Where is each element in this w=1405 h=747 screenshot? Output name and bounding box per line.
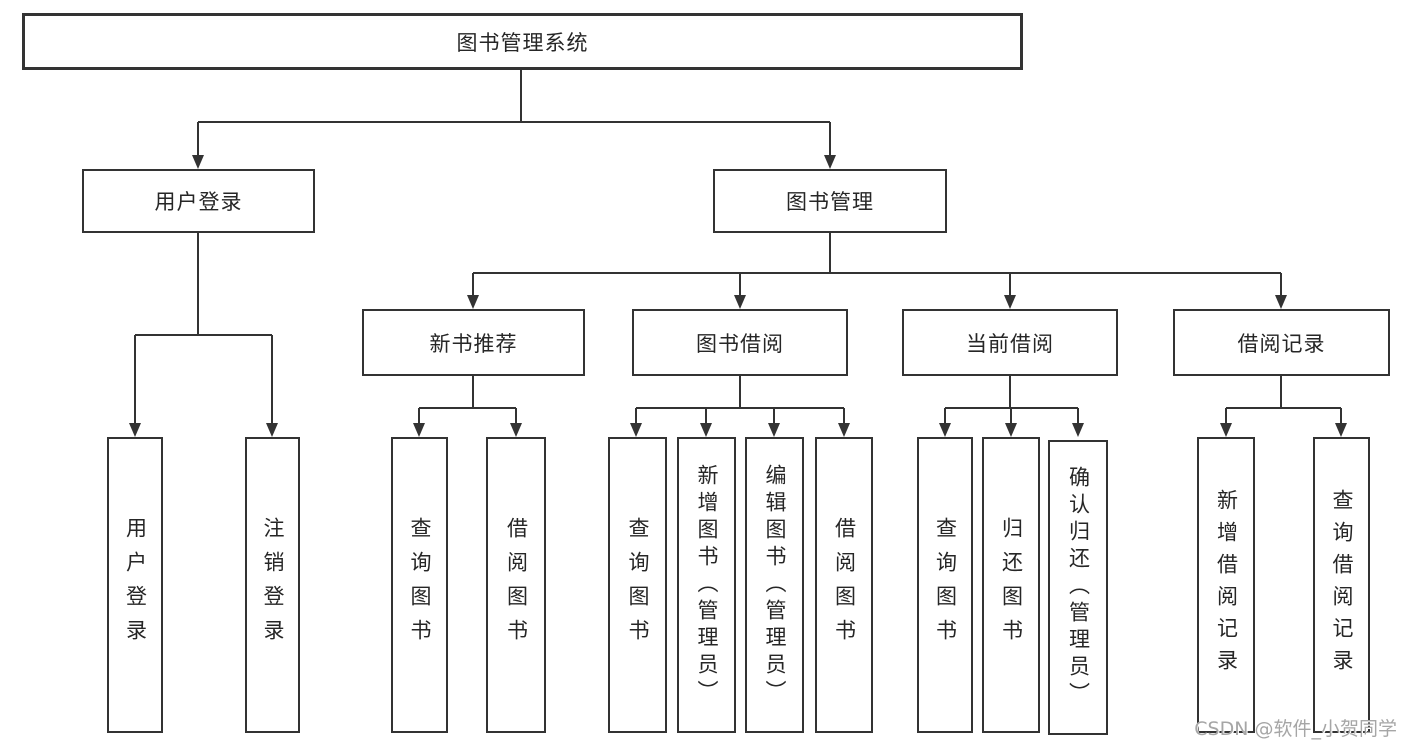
leaf-add-borrow-record-label: 新增借阅记录	[1214, 489, 1239, 681]
node-user-login-label: 用户登录	[154, 190, 243, 214]
leaf-return-books-label: 归还图书	[999, 517, 1024, 653]
leaf-new-book-query-label: 查询图书	[408, 517, 432, 653]
node-current-borrow-label: 当前借阅	[966, 331, 1054, 356]
leaf-new-book-query: 查询图书	[391, 437, 448, 733]
node-book-borrow: 图书借阅	[632, 309, 848, 376]
leaf-new-book-borrow-label: 借阅图书	[504, 517, 529, 653]
node-new-book-recommend-label: 新书推荐	[429, 331, 518, 356]
node-book-borrow-label: 图书借阅	[696, 331, 784, 356]
leaf-query-borrow-record-label: 查询借阅记录	[1330, 489, 1354, 681]
node-book-management: 图书管理	[713, 169, 947, 233]
leaf-current-query-books: 查询图书	[917, 437, 973, 733]
connector-book-borrow-children	[630, 376, 850, 437]
leaf-user-login-label: 用户登录	[123, 517, 148, 653]
node-root: 图书管理系统	[22, 13, 1023, 70]
leaf-add-borrow-record: 新增借阅记录	[1197, 437, 1255, 733]
leaf-user-login: 用户登录	[107, 437, 163, 733]
node-user-login: 用户登录	[82, 169, 315, 233]
leaf-confirm-return-admin: 确认归还（管理员）	[1048, 440, 1108, 735]
leaf-borrow-books-label: 借阅图书	[832, 517, 857, 653]
node-root-label: 图书管理系统	[456, 30, 589, 55]
node-borrow-records-label: 借阅记录	[1237, 331, 1326, 356]
leaf-logout-label: 注销登录	[261, 517, 285, 653]
connector-root-to-level1	[192, 70, 836, 169]
leaf-edit-books-admin-label: 编辑图书（管理员）	[763, 463, 787, 707]
node-book-management-label: 图书管理	[786, 190, 874, 214]
connector-user-login-children	[129, 233, 278, 437]
leaf-edit-books-admin: 编辑图书（管理员）	[745, 437, 804, 733]
leaf-current-query-books-label: 查询图书	[933, 517, 958, 653]
connector-book-management-children	[467, 233, 1287, 309]
node-current-borrow: 当前借阅	[902, 309, 1118, 376]
leaf-add-books-admin: 新增图书（管理员）	[677, 437, 736, 733]
leaf-logout: 注销登录	[245, 437, 300, 733]
connector-borrow-records-children	[1220, 376, 1347, 437]
node-new-book-recommend: 新书推荐	[362, 309, 585, 376]
leaf-new-book-borrow: 借阅图书	[486, 437, 546, 733]
leaf-add-books-admin-label: 新增图书（管理员）	[695, 463, 719, 707]
node-borrow-records: 借阅记录	[1173, 309, 1390, 376]
leaf-borrow-query-books-label: 查询图书	[626, 517, 650, 653]
connector-current-borrow-children	[939, 376, 1084, 437]
leaf-borrow-books: 借阅图书	[815, 437, 873, 733]
connector-new-book-children	[413, 376, 522, 437]
leaf-return-books: 归还图书	[982, 437, 1040, 733]
leaf-query-borrow-record: 查询借阅记录	[1313, 437, 1370, 733]
leaf-borrow-query-books: 查询图书	[608, 437, 667, 733]
csdn-watermark: CSDN @软件_小贺同学	[1194, 718, 1397, 740]
leaf-confirm-return-admin-label: 确认归还（管理员）	[1066, 466, 1091, 709]
